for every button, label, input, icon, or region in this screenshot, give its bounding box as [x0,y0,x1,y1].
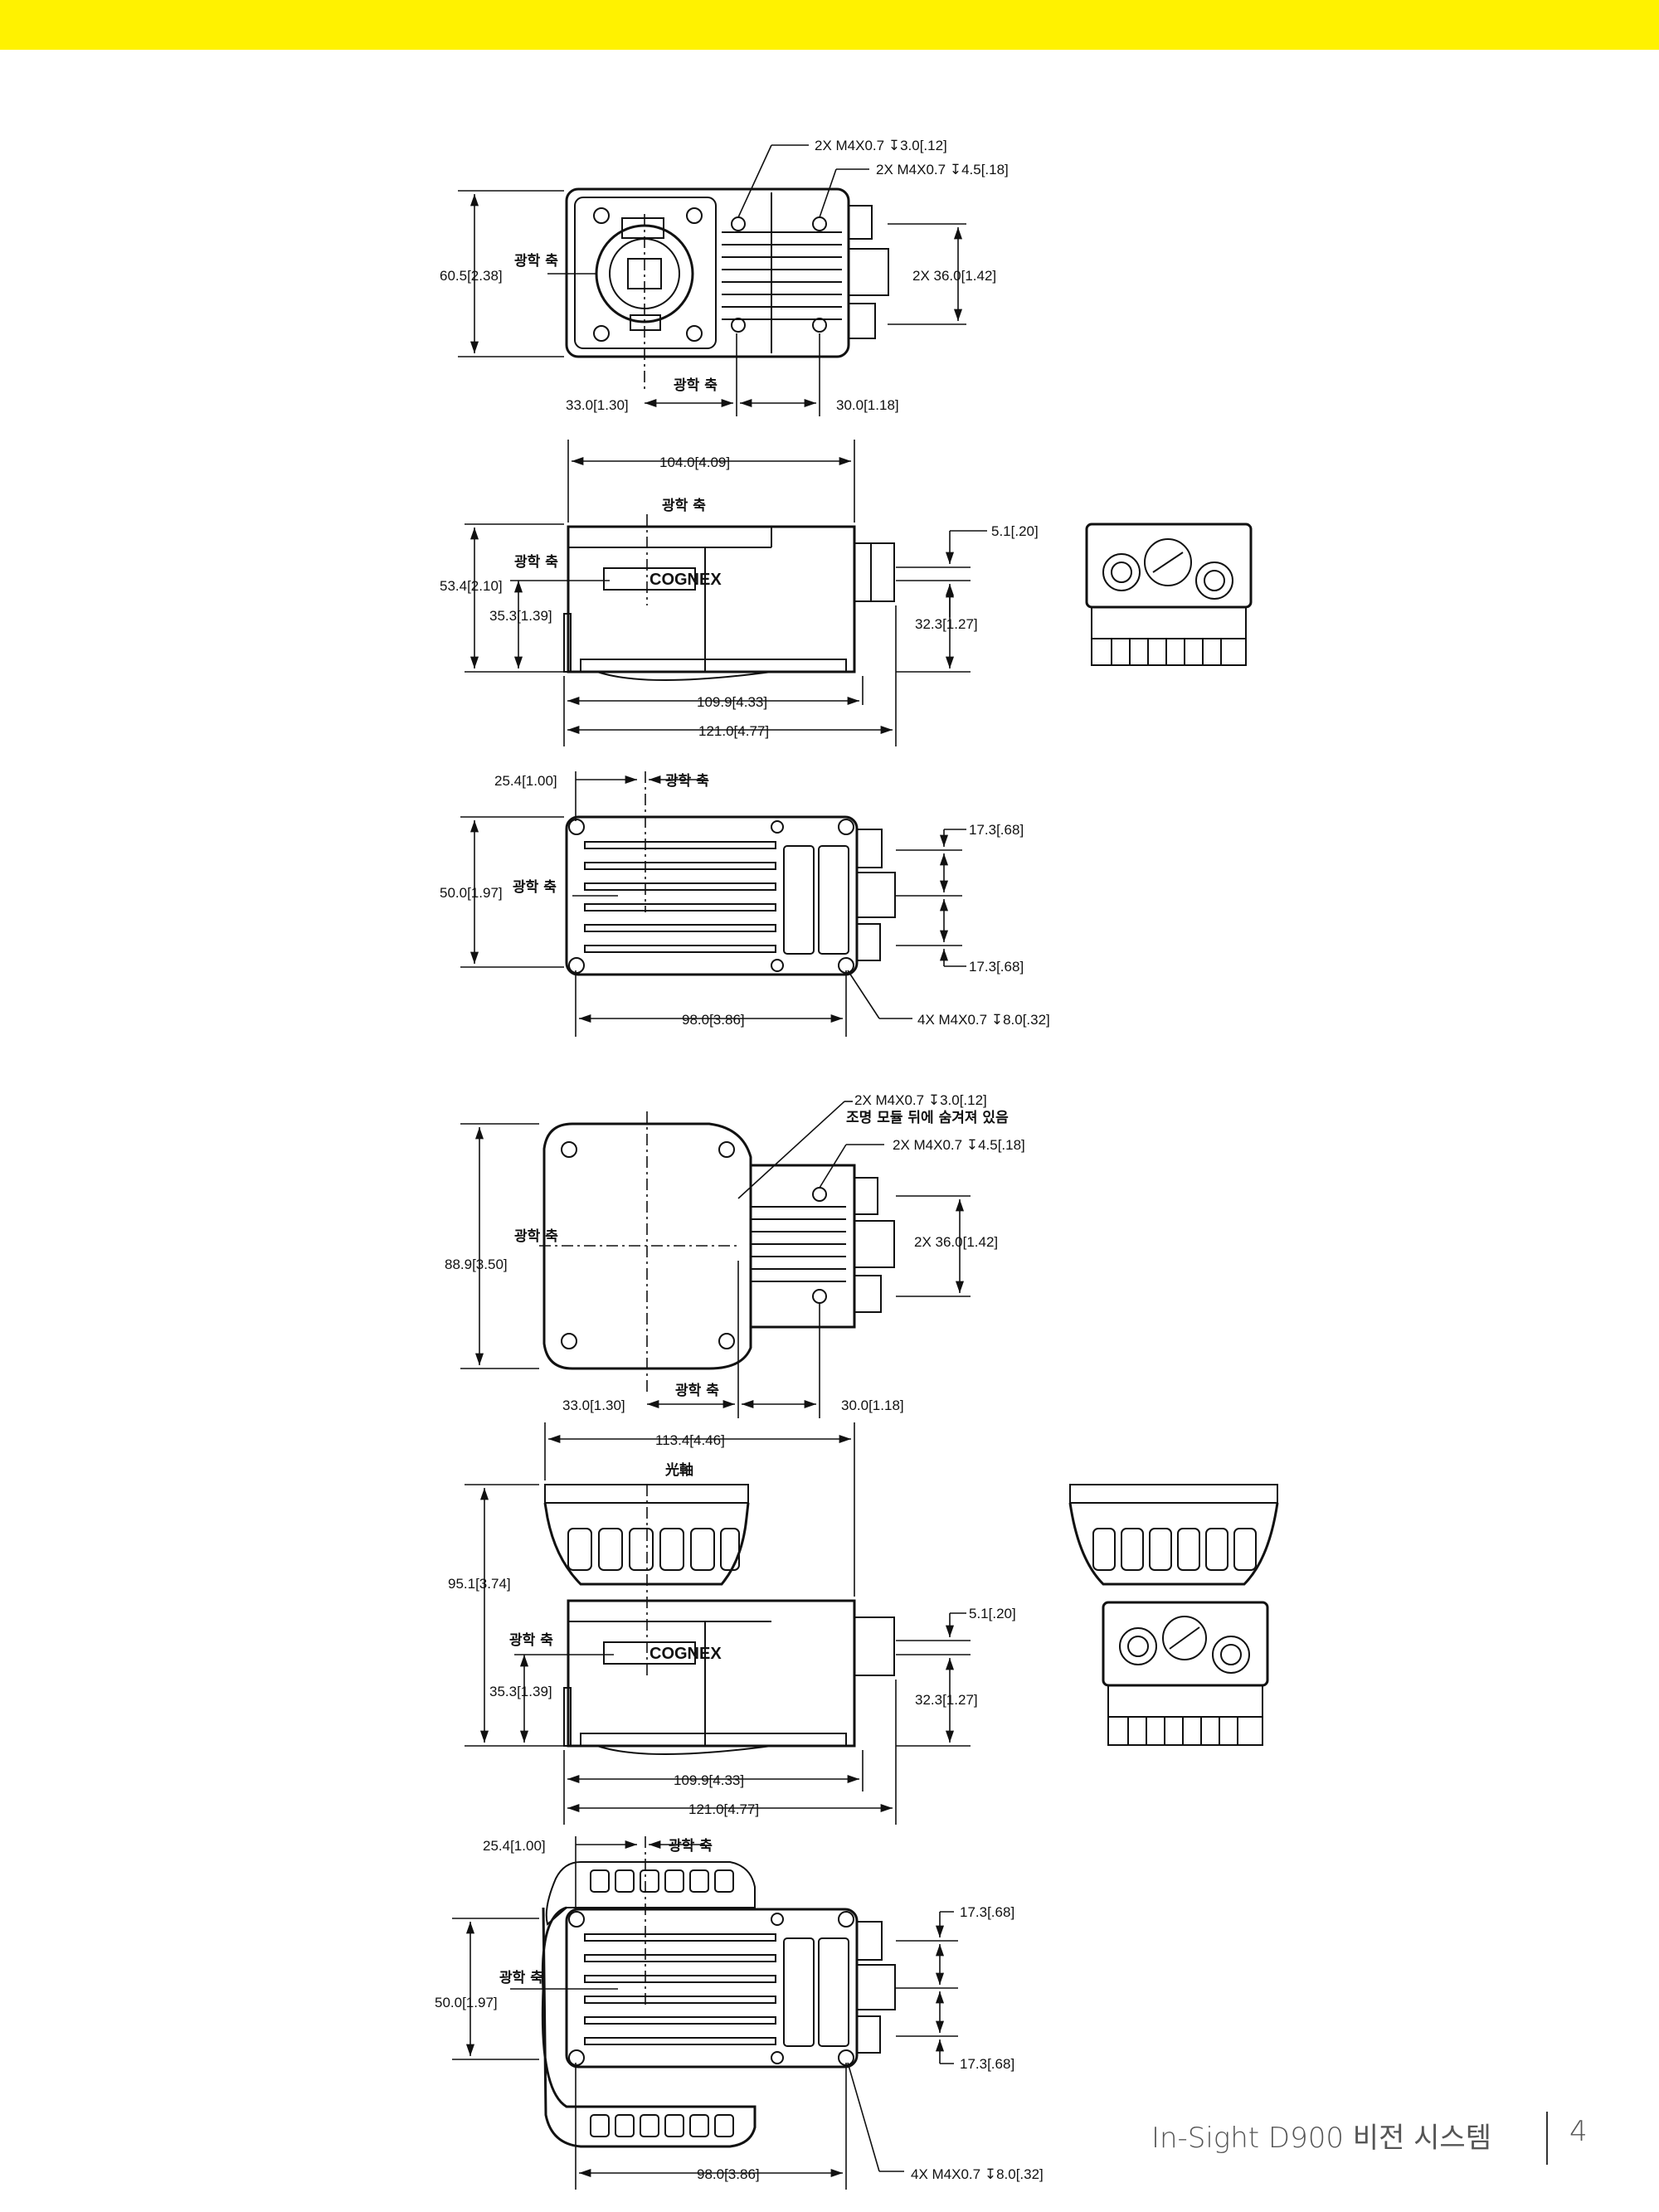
v3-optical-axis-left: 광학 축 [513,879,557,896]
v5-conn-offset-label: 5.1[.20] [969,1606,1016,1621]
view-top-light-dims [452,1836,958,2190]
v5-logo: COGNEX [649,1645,722,1663]
v5-width-top-label: 113.4[4.46] [655,1432,725,1448]
view-front-dims [458,144,966,416]
v4-optical-axis-bottom: 광학 축 [675,1383,719,1399]
v2-logo: COGNEX [649,571,722,589]
top-accent-bar [0,0,1659,50]
page-number: 4 [1569,2115,1588,2148]
view-front-light [542,1122,895,1370]
v4-hole-b-label: 2X M4X0.7 ↧4.5[.18] [893,1137,1025,1153]
v2-axis-h-label: 35.3[1.39] [489,608,552,624]
v1-height-label: 60.5[2.38] [440,268,503,284]
v4-height-label: 88.9[3.50] [445,1257,508,1272]
v6-holes-label: 4X M4X0.7 ↧8.0[.32] [911,2166,1044,2182]
v3-conn-top-label: 17.3[.68] [969,822,1024,838]
v2-conn-offset-label: 5.1[.20] [991,523,1039,539]
v2-width-top-label: 104.0[4.09] [659,455,730,470]
v4-hidden-note: 조명 모듈 뒤에 숨겨져 있음 [846,1109,1009,1126]
v5-optical-axis-left: 광학 축 [509,1632,553,1649]
v3-holes-label: 4X M4X0.7 ↧8.0[.32] [917,1012,1050,1028]
v5-conn-h-label: 32.3[1.27] [915,1692,978,1708]
v1-pitch-label: 2X 36.0[1.42] [912,268,996,284]
view-side-light-dims [465,1422,971,1825]
v5-height-label: 95.1[3.74] [448,1576,511,1592]
v5-len-a-label: 109.9[4.33] [674,1772,744,1788]
v2-height-label: 53.4[2.10] [440,578,503,594]
v6-optical-axis-left: 광학 축 [499,1970,543,1986]
v4-hole-x-label: 30.0[1.18] [841,1398,904,1413]
v6-length-label: 98.0[3.86] [697,2166,760,2182]
v4-pitch-label: 2X 36.0[1.42] [914,1234,998,1250]
v3-length-label: 98.0[3.86] [682,1012,745,1028]
v6-conn-bottom-label: 17.3[.68] [960,2056,1014,2072]
v3-height-label: 50.0[1.97] [440,885,503,901]
v5-axis-h-label: 35.3[1.39] [489,1684,552,1699]
view-rear-top [1085,523,1253,666]
v6-axis-x-label: 25.4[1.00] [483,1838,546,1854]
v4-axis-x-label: 33.0[1.30] [562,1398,625,1413]
v4-optical-axis-left: 광학 축 [514,1228,558,1245]
view-top-light [541,1861,896,2148]
v1-optical-axis-left: 광학 축 [514,253,558,270]
view-side [563,525,895,681]
page-footer: In-Sight D900 비전 시스템 4 [1151,2112,1609,2165]
v6-optical-axis-top: 광학 축 [669,1838,713,1855]
v3-optical-axis-top: 광학 축 [665,773,709,790]
v2-optical-axis-left: 광학 축 [514,554,558,571]
v5-optical-axis-jp: 光軸 [664,1461,693,1479]
v1-optical-axis-bottom: 광학 축 [674,377,718,394]
v1-hole-x-label: 30.0[1.18] [836,397,899,413]
v5-len-b-label: 121.0[4.77] [688,1801,759,1817]
v1-axis-x-label: 33.0[1.30] [566,397,629,413]
view-side-dims [465,440,987,746]
view-front-light-dims [460,1101,971,1418]
v6-conn-top-label: 17.3[.68] [960,1904,1014,1920]
v4-hole-a-label: 2X M4X0.7 ↧3.0[.12] [854,1092,987,1108]
v3-axis-x-label: 25.4[1.00] [494,773,557,789]
view-side-light [543,1484,895,1755]
v1-hole-b-label: 2X M4X0.7 ↧4.5[.18] [876,162,1009,177]
v6-height-label: 50.0[1.97] [435,1995,498,2010]
v2-conn-h-label: 32.3[1.27] [915,616,978,632]
view-top-dims [460,771,966,1037]
view-front [565,187,889,358]
v2-optical-axis-top: 광학 축 [662,498,706,514]
view-top [565,815,896,976]
v1-hole-a-label: 2X M4X0.7 ↧3.0[.12] [815,138,947,153]
footer-title: In-Sight D900 비전 시스템 [1151,2122,1491,2155]
v2-len-a-label: 109.9[4.33] [697,694,767,710]
v3-conn-bottom-label: 17.3[.68] [969,959,1024,975]
footer-divider [1546,2112,1548,2165]
view-rear-light [1068,1484,1279,1746]
v2-len-b-label: 121.0[4.77] [698,723,769,739]
